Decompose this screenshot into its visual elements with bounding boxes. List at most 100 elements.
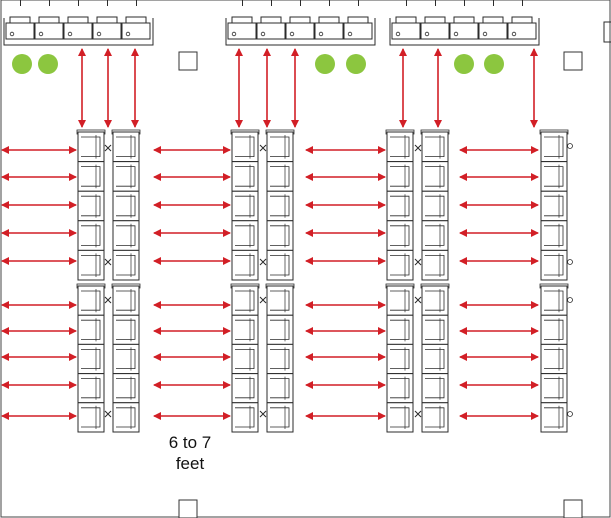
column-connector	[259, 296, 267, 304]
desk-backrest	[318, 16, 340, 23]
seat-column	[230, 129, 260, 433]
seat-column	[385, 129, 415, 433]
seat-column	[539, 129, 569, 433]
seat-cushion	[544, 378, 564, 399]
seat-cushion	[235, 407, 255, 428]
column-connector	[414, 410, 422, 418]
desk-knob	[482, 31, 488, 37]
desk-backrest	[453, 16, 475, 23]
seat-cushion	[81, 378, 101, 399]
seat-cushion	[81, 166, 101, 187]
seat-cushion	[235, 136, 255, 157]
seat-cushion	[425, 225, 445, 246]
column-peg	[567, 259, 573, 265]
seat-cushion	[270, 136, 290, 157]
desk-row-frame	[225, 18, 376, 46]
desk-backrest	[395, 16, 417, 23]
desk-seat	[63, 22, 93, 40]
column-peg	[567, 411, 573, 417]
seat-cushion	[270, 290, 290, 311]
seat-cushion	[425, 255, 445, 276]
seat-cushion	[116, 136, 136, 157]
seat-cushion	[81, 407, 101, 428]
desk-backrest	[511, 16, 533, 23]
seat-cushion	[81, 319, 101, 340]
seat-cushion	[235, 225, 255, 246]
desk-knob	[38, 31, 44, 37]
seat	[386, 249, 414, 281]
desk-knob	[125, 31, 131, 37]
seat-cushion	[116, 378, 136, 399]
desk-seat	[92, 22, 122, 40]
seat-cushion	[390, 166, 410, 187]
top-desk-row	[389, 0, 540, 46]
seat-column	[420, 129, 450, 433]
desk-seat	[420, 22, 450, 40]
desk-seat	[227, 22, 257, 40]
seat-cushion	[390, 195, 410, 217]
column-connector	[259, 410, 267, 418]
seat-cushion	[425, 378, 445, 399]
seat	[421, 402, 449, 433]
pillar	[563, 499, 583, 518]
seat-cushion	[390, 255, 410, 276]
desk-knob	[96, 31, 102, 37]
seat-column	[76, 129, 106, 433]
desk-knob	[395, 31, 401, 37]
seat-cushion	[116, 319, 136, 340]
pillar	[178, 499, 198, 518]
seat-cushion	[425, 407, 445, 428]
seat-cushion	[270, 195, 290, 217]
seat	[540, 402, 568, 433]
seat	[386, 402, 414, 433]
seat-cushion	[235, 255, 255, 276]
seat-cushion	[544, 290, 564, 311]
seat-cushion	[390, 319, 410, 340]
seat-cushion	[425, 136, 445, 157]
column-peg	[567, 297, 573, 303]
seat-cushion	[270, 255, 290, 276]
pillar	[178, 51, 198, 71]
seat-cushion	[544, 407, 564, 428]
desk-seat	[507, 22, 537, 40]
desk-seat	[121, 22, 151, 40]
green-dot	[454, 54, 474, 74]
seat-cushion	[390, 225, 410, 246]
pillar	[563, 51, 583, 71]
seat-cushion	[235, 378, 255, 399]
seat-cushion	[116, 195, 136, 217]
seat-cushion	[270, 319, 290, 340]
desk-backrest	[231, 16, 253, 23]
seat-cushion	[116, 166, 136, 187]
seat-cushion	[544, 255, 564, 276]
desk-backrest	[347, 16, 369, 23]
seat-cushion	[235, 195, 255, 217]
seat-cushion	[544, 195, 564, 217]
desk-seat	[5, 22, 35, 40]
column-connector	[104, 258, 112, 266]
top-desk-row	[3, 0, 154, 46]
seat-cushion	[425, 349, 445, 369]
desk-backrest	[424, 16, 446, 23]
seat-column	[111, 129, 141, 433]
seat-cushion	[81, 349, 101, 369]
seat-cushion	[390, 349, 410, 369]
top-desk-row	[225, 0, 376, 46]
seat	[112, 249, 140, 281]
desk-backrest	[67, 16, 89, 23]
seat-cushion	[544, 319, 564, 340]
desk-seat	[285, 22, 315, 40]
seat-cushion	[116, 349, 136, 369]
desk-backrest	[260, 16, 282, 23]
seat-cushion	[390, 407, 410, 428]
desk-knob	[67, 31, 73, 37]
column-connector	[104, 410, 112, 418]
desk-backrest	[125, 16, 147, 23]
seat	[77, 249, 105, 281]
desk-knob	[511, 31, 517, 37]
desk-seat	[314, 22, 344, 40]
desk-backrest	[289, 16, 311, 23]
column-connector	[259, 258, 267, 266]
spacing-label-line1: 6 to 7	[168, 433, 212, 452]
